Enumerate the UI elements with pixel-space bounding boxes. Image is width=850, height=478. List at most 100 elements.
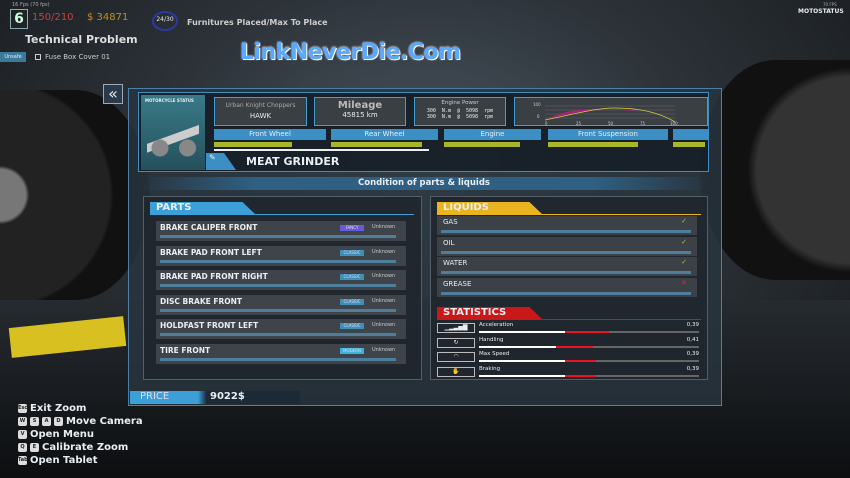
keybind-label: Calibrate Zoom <box>42 442 129 453</box>
brake-icon: ✋ <box>437 366 475 377</box>
stat-track <box>479 374 699 377</box>
stat-base-fill <box>479 374 565 377</box>
brand: Urban Knight Choppers <box>225 102 296 109</box>
check-icon: ✓ <box>681 258 687 266</box>
engine-power-hp: 300 N.m @ 5098 rpm <box>426 114 494 120</box>
condition-bar-fill <box>331 142 422 147</box>
key-d: D <box>54 416 63 426</box>
liquids-section: LIQUIDS GAS✓OIL✓WATER✓GREASE✕ STATISTICS… <box>430 196 708 380</box>
part-condition-bar <box>160 333 396 336</box>
liquid-row[interactable]: WATER✓ <box>437 257 697 276</box>
engine-power-label: Engine Power <box>441 100 479 106</box>
job-item-checkbox[interactable] <box>35 54 41 60</box>
stat-value: 0,39 <box>686 322 699 328</box>
part-name: DISC BRAKE FRONT <box>160 296 243 306</box>
stat-bonus-fill <box>556 345 594 348</box>
part-quality-badge: CLASSIC <box>340 249 364 256</box>
part-status: Unknown <box>372 297 396 304</box>
part-name: BRAKE PAD FRONT RIGHT <box>160 272 268 281</box>
graph-x-tick: 100 <box>670 121 678 125</box>
condition-bar-fill <box>673 142 706 147</box>
tab-front-suspension[interactable]: Front Suspension <box>548 129 668 140</box>
motorcycle-header: MOTORCYCLE STATUS ✎ MEAT GRINDER Urban K… <box>138 92 709 172</box>
job-tag: Unsafe <box>0 52 26 62</box>
key-w: W <box>18 416 27 426</box>
part-name: HOLDFAST FRONT LEFT <box>160 321 259 330</box>
cross-icon: ✕ <box>681 278 687 287</box>
liquid-level-bar <box>441 271 691 274</box>
stat-base-fill <box>479 360 565 362</box>
parts-header: PARTS <box>150 202 255 214</box>
liquid-row[interactable]: GREASE✕ <box>437 277 697 297</box>
condition-bar-fill <box>214 142 293 147</box>
stat-track <box>479 345 699 348</box>
stat-bonus-fill <box>564 331 609 333</box>
part-name: TIRE FRONT <box>160 345 211 355</box>
parts-header-line <box>150 214 414 215</box>
part-row[interactable]: DISC BRAKE FRONT CLASSIC Unknown <box>156 294 406 315</box>
part-quality-badge: CLASSIC <box>340 274 364 280</box>
tab-engine[interactable]: Engine <box>444 129 541 140</box>
mileage-value: 45815 km <box>342 111 378 119</box>
watermark: LinkNeverDie.Com <box>240 40 461 65</box>
tab-more[interactable] <box>673 129 709 140</box>
liquid-row[interactable]: OIL✓ <box>437 236 697 256</box>
part-row[interactable]: TIRE FRONT MODERN Unknown <box>156 343 406 364</box>
part-status: Unknown <box>372 346 396 353</box>
part-quality-badge: CLASSIC <box>340 298 364 305</box>
stat-value: 0,41 <box>686 336 699 343</box>
liquid-name: GAS <box>443 218 458 226</box>
motorcycle-wheel-left <box>0 90 150 300</box>
engine-power-torque: 300 N.m @ 5098 rpm <box>426 108 494 114</box>
motorcycle-name: MEAT GRINDER <box>246 155 340 168</box>
stat-bonus-fill <box>564 374 596 377</box>
tab-rear-wheel[interactable]: Rear Wheel <box>331 129 438 140</box>
part-condition-bar <box>160 259 396 263</box>
tab-front-wheel[interactable]: Front Wheel <box>214 129 326 140</box>
stat-value: 0,39 <box>686 351 699 357</box>
key-a: A <box>42 416 51 426</box>
check-icon: ✓ <box>681 237 687 246</box>
torque-curve <box>545 108 645 120</box>
part-condition-bar <box>160 284 396 287</box>
keybind-label: Open Tablet <box>30 455 98 466</box>
keybind-label: Exit Zoom <box>30 403 87 414</box>
motorcycle-image <box>147 120 199 160</box>
stat-track <box>479 360 699 362</box>
back-button[interactable]: « <box>103 84 123 104</box>
xp-counter: 150/210 <box>32 12 74 23</box>
top-right-fps: 70 FPS <box>823 2 837 7</box>
liquids-header: LIQUIDS <box>437 202 542 214</box>
graph-x-tick: 50 <box>608 121 614 125</box>
condition-bar-fill <box>548 142 638 147</box>
part-quality-badge: CLASSIC <box>340 323 364 329</box>
part-quality-badge: MODERN <box>340 347 364 354</box>
key-v: V <box>18 429 27 439</box>
statistics-header-line <box>437 319 701 320</box>
engine-power-box: Engine Power 300 N.m @ 5098 rpm 300 N.m … <box>414 97 506 126</box>
tabs-scrollbar[interactable] <box>214 149 429 151</box>
edit-name-button[interactable]: ✎ <box>206 153 236 170</box>
thumbnail-label: MOTORCYCLE STATUS <box>145 98 194 103</box>
liquid-row[interactable]: GAS✓ <box>437 216 697 235</box>
part-name: BRAKE PAD FRONT LEFT <box>160 247 262 257</box>
liquid-level-bar <box>441 230 691 233</box>
furniture-counter: 24/30 <box>152 11 178 31</box>
liquid-level-bar <box>441 291 691 295</box>
price-bar: PRICE 9022$ <box>130 391 300 404</box>
steering-icon: ↻ <box>437 337 475 348</box>
condition-bar-fill <box>444 142 520 147</box>
stat-name: Braking <box>479 365 501 372</box>
